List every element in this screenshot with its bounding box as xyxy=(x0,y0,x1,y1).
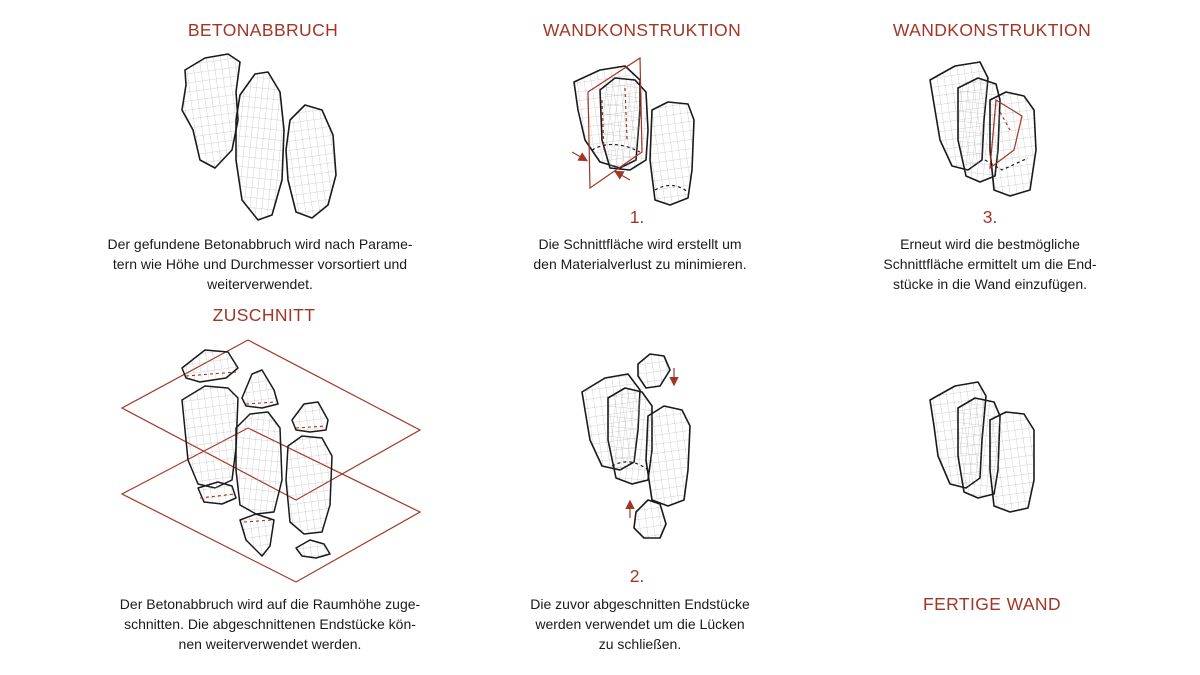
caption-line: stücke in die Wand einzufügen. xyxy=(892,276,1088,292)
wall-block-c xyxy=(989,91,1037,197)
caption-line: weiterverwendet. xyxy=(207,276,313,292)
caption-zuschnitt: Der Betonabbruch wird auf die Raumhöhe z… xyxy=(60,594,480,654)
wall-block-b xyxy=(607,387,653,485)
caption-line: Die zuvor abgeschnitten Endstücke xyxy=(530,596,750,612)
bottom-offcut-right xyxy=(295,539,331,559)
caption-wand-1: Die Schnittfläche wird erstellt um den M… xyxy=(480,234,800,274)
caption-line: schnitten. Die abgeschnittenen Endstücke… xyxy=(124,616,416,632)
step-number-3: 3. xyxy=(982,207,998,227)
rubble-piece-middle xyxy=(235,71,285,221)
trimmed-block-middle xyxy=(235,411,283,515)
endpiece-top xyxy=(637,353,671,389)
block-right xyxy=(649,101,695,206)
heading-wandkonstruktion-1: WANDKONSTRUKTION xyxy=(542,20,742,40)
caption-wand-2: Die zuvor abgeschnitten Endstücke werden… xyxy=(480,594,800,654)
heading-zuschnitt: ZUSCHNITT xyxy=(212,305,316,325)
block-front-cut xyxy=(599,77,649,171)
rubble-piece-left xyxy=(181,53,241,169)
wall-step-2-illustration xyxy=(581,353,691,539)
trimmed-block-left xyxy=(181,385,239,489)
heading-betonabbruch: BETONABBRUCH xyxy=(187,20,339,40)
caption-line: Die Schnittfläche wird erstellt um xyxy=(538,236,742,252)
cut-lines-dashed xyxy=(185,371,327,523)
caption-line: tern wie Höhe und Durchmesser vorsortier… xyxy=(112,256,408,272)
step-number-1: 1. xyxy=(629,207,645,227)
heading-wandkonstruktion-3: WANDKONSTRUKTION xyxy=(892,20,1092,40)
finished-wall-illustration xyxy=(929,381,1035,513)
wall-block-c xyxy=(645,405,691,507)
finished-block-c xyxy=(989,411,1035,513)
heading-fertige-wand: FERTIGE WAND xyxy=(923,594,1061,614)
insertion-arrows xyxy=(625,368,679,518)
rubble-piece-right xyxy=(285,104,337,219)
caption-line: zu schließen. xyxy=(598,636,682,652)
caption-line: den Materialverlust zu minimieren. xyxy=(533,256,747,272)
trimmed-block-right xyxy=(285,435,333,535)
zuschnitt-illustration xyxy=(181,349,333,559)
caption-line: Schnittfläche ermittelt um die End- xyxy=(883,256,1097,272)
caption-line: Der Betonabbruch wird auf die Raumhöhe z… xyxy=(119,596,421,612)
cut-plane-step-1 xyxy=(571,56,643,190)
top-offcut-left xyxy=(181,349,239,383)
caption-line: werden verwendet um die Lücken xyxy=(535,616,745,632)
top-offcut-right xyxy=(291,401,329,433)
caption-line: Der gefundene Betonabbruch wird nach Par… xyxy=(107,236,413,252)
caption-line: Erneut wird die bestmögliche xyxy=(900,236,1080,252)
top-offcut-middle xyxy=(241,369,279,409)
caption-line: nen weiterverwendet werden. xyxy=(178,636,362,652)
bottom-offcut-middle xyxy=(239,513,275,557)
cut-plane-step-3 xyxy=(989,98,1023,170)
caption-wand-3: Erneut wird die bestmögliche Schnittfläc… xyxy=(830,234,1150,294)
rubble-illustration xyxy=(181,53,337,221)
wall-step-3-illustration xyxy=(929,61,1037,197)
wall-step-1-illustration xyxy=(573,65,695,206)
bottom-offcut-left xyxy=(197,481,237,505)
step-number-2: 2. xyxy=(629,566,645,586)
endpiece-bottom xyxy=(633,499,667,539)
caption-betonabbruch: Der gefundene Betonabbruch wird nach Par… xyxy=(60,234,460,294)
